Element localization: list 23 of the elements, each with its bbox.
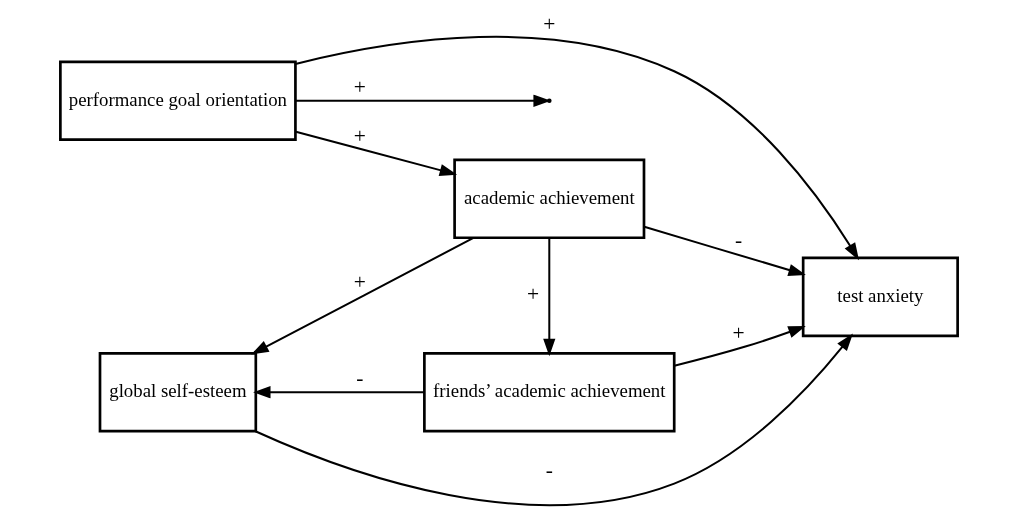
edge-label: + xyxy=(527,281,540,306)
edge-label: - xyxy=(356,366,364,391)
arrow xyxy=(295,130,458,177)
arrow xyxy=(295,94,551,107)
arrow xyxy=(251,237,474,355)
edge-label: + xyxy=(353,74,366,99)
arrow xyxy=(255,333,853,506)
node-box: academic achievement xyxy=(453,158,646,240)
node-box: test anxiety xyxy=(801,256,959,338)
edge-label: - xyxy=(735,227,743,252)
arrow xyxy=(674,326,806,367)
arrow xyxy=(644,225,806,276)
arrow xyxy=(253,386,425,399)
edge-label: - xyxy=(545,457,553,482)
edge-label: + xyxy=(543,11,556,36)
edge-label: + xyxy=(732,320,745,345)
edge-label: + xyxy=(353,269,366,294)
node-box: friends’ academic achievement xyxy=(423,351,676,433)
arrow xyxy=(295,36,860,261)
arrow xyxy=(543,237,556,357)
node-box: performance goal orientation xyxy=(59,60,297,142)
node-box: global self-esteem xyxy=(98,351,258,433)
edge-label: + xyxy=(353,124,366,149)
